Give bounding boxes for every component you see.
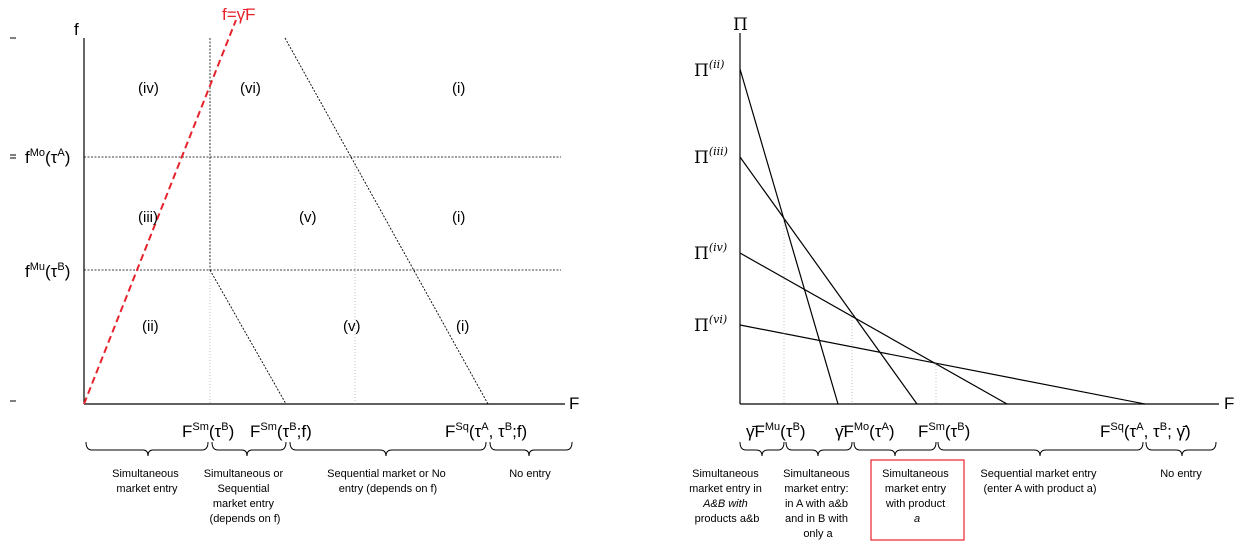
segment-label: Simultaneous market entry [112,468,182,495]
ray-line [83,19,237,405]
ray-label: f=γ̄F [222,5,256,24]
region-label: (v) [299,209,317,226]
profit-line-iii [739,156,918,405]
y-tick-f-mu: fMu(τB) [25,261,70,281]
region-label: (iii) [138,209,158,226]
region-label: (v) [343,318,361,335]
x-tick-f-sm-f: FSm(τB;f) [250,421,312,441]
profit-line-ii [739,68,839,405]
segment-label: Sequential market entry (enter A with pr… [980,468,1099,495]
segment-brace [85,441,209,457]
segment-label: No entry [1160,468,1202,480]
region-label: (ii) [142,318,159,335]
intercept-pi-iv: Π(iv) [694,241,727,264]
region-label: (i) [452,209,465,226]
profit-line-vi [739,324,1146,405]
intercept-pi-iii: Π(iii) [694,145,728,168]
y-tick-f-mo: fMo(τA) [25,147,70,167]
x-tick-gamma-f-mo: γ̄FMo(τA) [835,421,895,441]
intercept-pi-ii: Π(ii) [694,58,724,81]
segment-label: Sequential market or No entry (depends o… [327,468,449,495]
f-sm-boundary-line [209,269,287,405]
segment-brace [289,441,487,457]
segment-label: Simultaneous market entry in A&B with pr… [689,468,765,525]
left-panel: f F f=γ̄F (iv) (vi) (i) (iii) (v) (i) (i… [10,5,579,525]
segment-label: Simultaneous or Sequential market entry … [204,468,287,525]
segment-brace [937,441,1144,457]
x-tick-f-sq: FSq(τA, τB;f) [445,421,527,441]
profit-line-iv [739,252,1008,405]
highlight-box [870,459,965,541]
x-tick-f-sq: FSq(τA, τB; γ̄) [1100,421,1191,441]
segment-brace [489,441,573,457]
region-label: (i) [452,80,465,97]
right-x-axis-label: F [1224,394,1234,413]
segment-brace [211,441,287,457]
x-tick-f-sm: FSm(τB) [182,421,234,441]
segment-brace [739,441,785,457]
region-label: (vi) [240,80,261,97]
intercept-pi-vi: Π(vi) [694,313,727,336]
x-tick-gamma-f-mu: γ̄FMu(τB) [746,421,806,441]
x-tick-f-sm: FSm(τB) [918,421,970,441]
segment-brace [853,441,937,457]
segment-brace [1145,441,1217,457]
segment-label: Simultaneous market entry: in A with a&b… [783,468,853,540]
region-label: (iv) [138,80,159,97]
segment-label: Simultaneous market entry with product a [882,468,952,525]
right-panel: Π F Π(ii) Π(iii) Π(iv) Π(vi) γ̄FMu(τB) γ… [689,15,1234,541]
left-y-axis-label: f [74,20,79,39]
right-y-axis-label: Π [733,15,748,35]
segment-brace [785,441,853,457]
region-label: (i) [456,318,469,335]
segment-label: No entry [509,468,551,480]
left-x-axis-label: F [569,394,579,413]
